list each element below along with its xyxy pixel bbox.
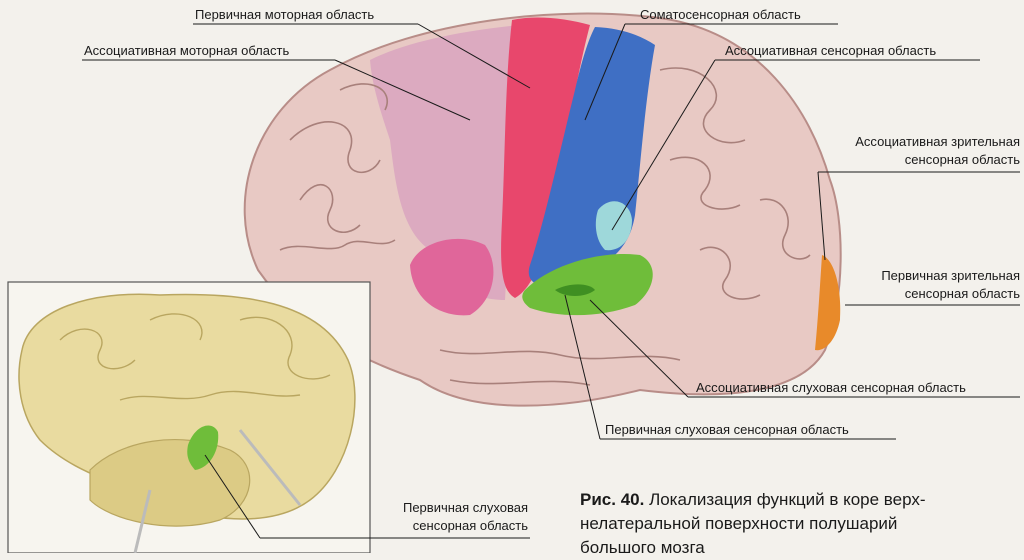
label-primary-visual-1: Первичная зрительная [881,268,1020,284]
label-primary-motor: Первичная моторная область [195,7,374,23]
label-inset-auditory-1: Первичная слуховая [390,500,528,516]
label-assoc-auditory: Ассоциативная слуховая сенсорная область [696,380,966,396]
label-assoc-visual-2: сенсорная область [905,152,1020,168]
label-inset-auditory-2: сенсорная область [390,518,528,534]
label-assoc-visual-1: Ассоциативная зрительная [855,134,1020,150]
label-associative-motor: Ассоциативная моторная область [84,43,289,59]
label-primary-visual-2: сенсорная область [905,286,1020,302]
label-somatosensory: Соматосенсорная область [640,7,801,23]
caption-line-2: нелатеральной поверхности полушарий [580,514,897,533]
caption-line-3: большого мозга [580,538,705,557]
caption-line-1: Локализация функций в коре верх- [649,490,925,509]
inset-temporal [90,440,250,526]
label-associative-sensory: Ассоциативная сенсорная область [725,43,936,59]
figure-caption: Рис. 40. Локализация функций в коре верх… [580,488,1018,560]
label-primary-auditory: Первичная слуховая сенсорная область [605,422,849,438]
caption-number: Рис. 40. [580,490,644,509]
